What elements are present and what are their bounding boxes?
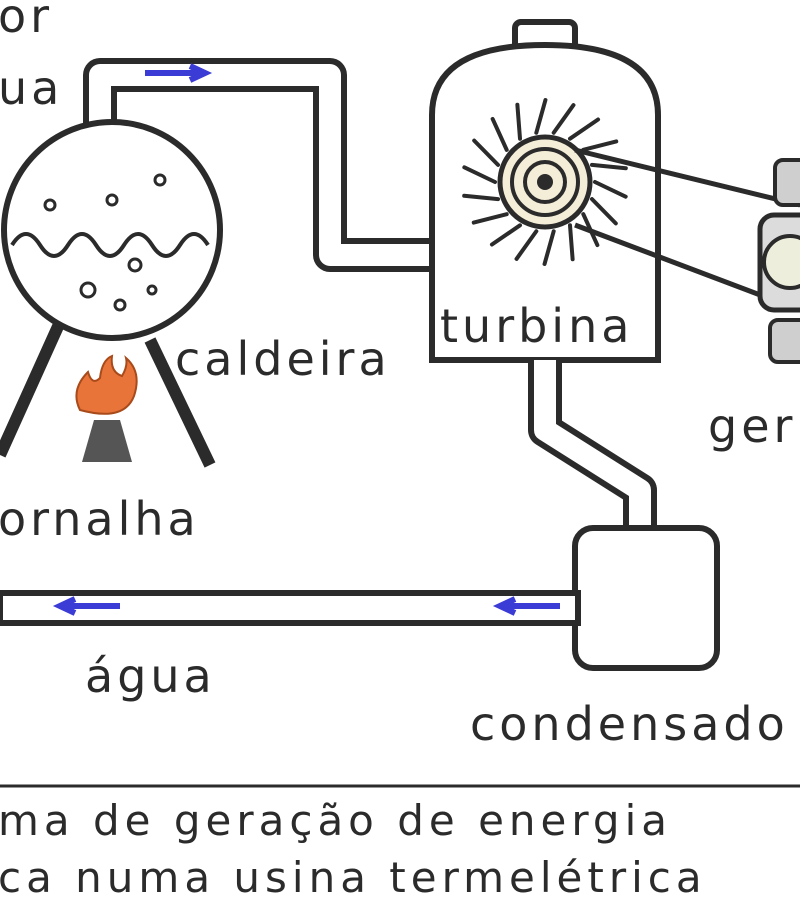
rotor-blade <box>593 180 628 199</box>
rotor-blade <box>462 193 501 202</box>
rotor-blade <box>568 223 575 262</box>
label-condensador: condensado <box>470 697 789 751</box>
label-vapor: or <box>0 0 53 43</box>
label-fornalha: ornalha <box>0 492 200 546</box>
label-gerador: ger <box>708 399 796 453</box>
rotor-blade <box>551 103 576 135</box>
boiler-bubbles <box>43 173 167 312</box>
rotor-blade <box>581 139 619 152</box>
steam-flow-arrow <box>145 63 213 83</box>
rotor-blade <box>515 102 522 141</box>
water-flow-arrow-left <box>52 596 120 616</box>
caption-line-1: ma de geração de energia <box>0 796 672 845</box>
label-caldeira: caldeira <box>175 332 391 386</box>
water-flow-arrow-right <box>492 596 560 616</box>
rotor-blade <box>462 165 497 184</box>
rotor-blade <box>568 117 601 141</box>
rotor-blade <box>490 116 509 152</box>
boiler-leg-left <box>0 319 66 458</box>
label-agua-top: ua <box>0 61 63 115</box>
boiler-shell <box>1 119 223 341</box>
steam-pipe-inner <box>89 64 440 266</box>
boiler-leg-right <box>144 337 216 468</box>
exhaust-pipe-inner <box>534 360 651 545</box>
condenser <box>572 525 720 671</box>
caption-line-2: ca numa usina termelétrica <box>0 853 707 900</box>
rotor-blade <box>489 223 522 247</box>
generator <box>757 158 800 364</box>
burner-base <box>82 420 132 462</box>
turbine-rotor <box>462 98 628 266</box>
label-turbina: turbina <box>440 299 633 353</box>
drive-belt-top <box>574 147 800 208</box>
burner-flame-icon <box>75 354 138 415</box>
label-agua-bottom: água <box>85 649 216 703</box>
rotor-blade <box>589 162 628 171</box>
rotor-blade <box>472 138 501 167</box>
rotor-blade <box>534 98 548 135</box>
boiler-water-wave <box>10 232 210 258</box>
rotor-blade <box>542 229 556 266</box>
rotor-blade <box>471 212 509 225</box>
rotor-blade <box>589 197 618 226</box>
rotor-blade <box>514 229 539 261</box>
